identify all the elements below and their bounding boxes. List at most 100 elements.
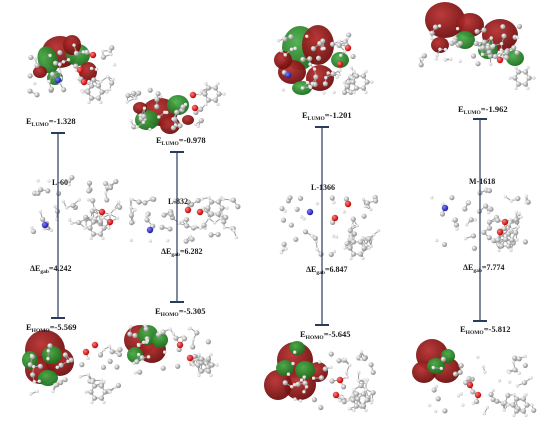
atom xyxy=(58,69,62,74)
atom xyxy=(116,200,121,204)
atom xyxy=(523,354,527,359)
atom xyxy=(326,71,330,75)
atom xyxy=(205,205,211,211)
atom xyxy=(205,85,212,91)
atom xyxy=(491,238,495,242)
atom xyxy=(497,248,501,253)
atom xyxy=(128,325,133,329)
atom xyxy=(33,81,37,86)
atom xyxy=(512,75,518,81)
atom xyxy=(198,226,203,230)
atom xyxy=(457,369,463,376)
atom xyxy=(355,396,361,402)
atom xyxy=(306,208,314,216)
atom xyxy=(189,236,195,242)
atom xyxy=(470,53,477,59)
atom xyxy=(50,71,56,77)
atom xyxy=(141,120,146,125)
atom xyxy=(317,360,322,364)
atom xyxy=(114,364,120,370)
atom xyxy=(318,375,325,381)
atom xyxy=(369,401,374,405)
atom xyxy=(463,236,468,241)
atom xyxy=(45,188,51,194)
atom xyxy=(58,62,62,67)
atom xyxy=(31,364,36,369)
atom xyxy=(353,403,360,409)
atom xyxy=(499,41,504,46)
atom xyxy=(194,330,200,336)
atom xyxy=(339,53,343,57)
atom xyxy=(452,371,459,377)
atom xyxy=(48,53,52,58)
atom xyxy=(449,195,455,201)
atom xyxy=(286,372,291,376)
atom xyxy=(80,78,88,86)
atom xyxy=(86,356,90,361)
atom xyxy=(353,73,360,79)
atom xyxy=(465,222,469,227)
atom xyxy=(184,223,190,229)
atom xyxy=(287,195,293,201)
atom xyxy=(329,365,333,370)
atom xyxy=(27,362,33,368)
atom xyxy=(371,233,376,237)
atom xyxy=(197,373,201,378)
orbital-lobe-negative xyxy=(276,360,294,376)
atom xyxy=(109,349,115,355)
atom xyxy=(52,60,59,66)
atom xyxy=(511,360,516,364)
atom xyxy=(131,124,137,130)
atom xyxy=(235,204,241,210)
atom xyxy=(300,56,306,63)
atom xyxy=(324,75,328,80)
atom xyxy=(522,239,528,245)
atom xyxy=(322,81,328,87)
atom xyxy=(352,408,356,413)
atom xyxy=(282,380,288,386)
atom xyxy=(350,239,357,245)
atom xyxy=(495,217,501,223)
atom xyxy=(146,226,154,234)
atom xyxy=(128,220,135,226)
atom xyxy=(330,219,336,226)
atom xyxy=(468,217,474,223)
atom xyxy=(503,54,510,61)
atom xyxy=(307,56,313,62)
atom xyxy=(165,110,169,115)
atom xyxy=(151,196,157,202)
atom xyxy=(440,356,446,362)
homo-label-l832: EHOMO=-5.305 xyxy=(155,306,206,318)
atom xyxy=(204,102,208,107)
atom xyxy=(191,363,195,367)
atom xyxy=(432,24,439,30)
atom xyxy=(356,378,361,383)
atom xyxy=(305,80,310,85)
atom xyxy=(204,81,208,86)
atom xyxy=(350,251,357,257)
atom xyxy=(47,79,51,84)
atom xyxy=(99,89,105,95)
atom xyxy=(515,384,520,388)
atom xyxy=(336,60,344,68)
atom xyxy=(521,380,528,386)
atom xyxy=(360,403,367,409)
atom xyxy=(308,85,313,90)
orbital-lobe-negative xyxy=(38,370,58,386)
atom xyxy=(98,395,105,401)
atom xyxy=(514,86,518,91)
atom xyxy=(357,239,364,245)
atom xyxy=(350,216,356,222)
atom xyxy=(163,350,167,354)
atom xyxy=(337,73,341,77)
atom xyxy=(311,376,316,380)
atom xyxy=(526,86,530,91)
atom xyxy=(191,337,196,342)
atom xyxy=(295,381,301,387)
atom xyxy=(510,402,516,408)
atom xyxy=(222,92,226,96)
atom xyxy=(107,184,114,191)
atom xyxy=(353,391,360,397)
atom xyxy=(302,216,306,221)
